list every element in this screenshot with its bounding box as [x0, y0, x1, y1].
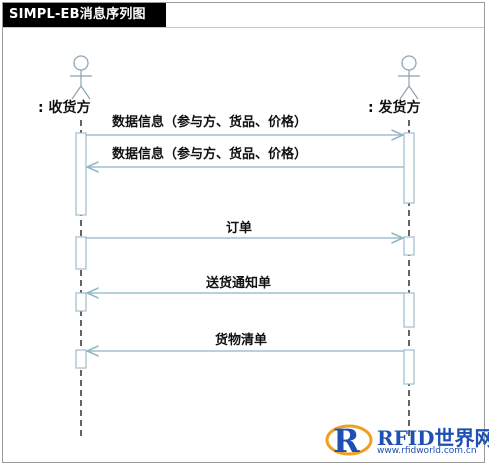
sender-label: : 发货方 [368, 100, 421, 116]
rfidworld-watermark: R RFID世界网 www.rfidworld.com.cn [323, 418, 489, 460]
receiver-activation-4 [75, 349, 87, 369]
message-label-2: 数据信息（参与方、货品、价格） [112, 147, 308, 162]
sender-activation-4 [403, 349, 415, 385]
receiver-actor-icon [70, 55, 92, 100]
message-label-1: 数据信息（参与方、货品、价格） [112, 115, 308, 130]
sender-activation-1 [403, 132, 415, 204]
title-separator [3, 27, 484, 28]
receiver-activation-2 [75, 236, 87, 270]
diagram-frame [2, 2, 485, 463]
sender-actor-icon [398, 55, 420, 100]
receiver-activation-1 [75, 132, 87, 216]
rfid-logo-icon: R [325, 422, 373, 460]
message-label-4: 送货通知单 [206, 276, 272, 291]
watermark-url: www.rfidworld.com.cn [377, 446, 477, 456]
sender-activation-3 [403, 292, 415, 328]
diagram-title: SIMPL-EB消息序列图 [3, 3, 166, 27]
receiver-activation-3 [75, 292, 87, 312]
svg-text:R: R [333, 422, 360, 460]
message-label-5: 货物清单 [215, 333, 268, 348]
receiver-label: : 收货方 [38, 100, 91, 116]
message-label-3: 订单 [226, 221, 253, 236]
sender-activation-2 [403, 236, 415, 256]
watermark-text: RFID世界网 [377, 426, 489, 450]
